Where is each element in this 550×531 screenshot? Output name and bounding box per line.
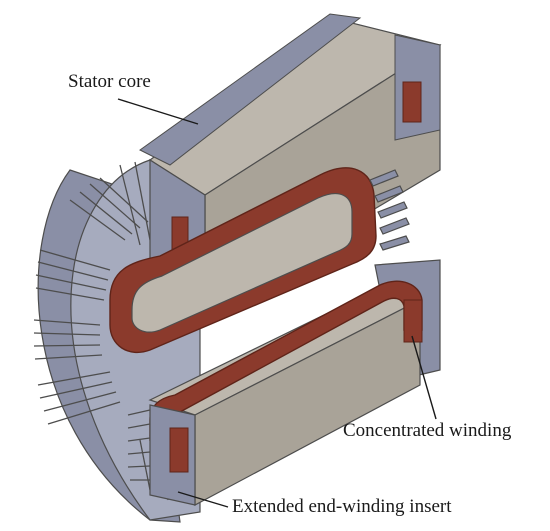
label-end-winding-insert: Extended end-winding insert — [232, 496, 452, 517]
label-stator-core: Stator core — [68, 71, 151, 92]
label-concentrated-winding: Concentrated winding — [343, 420, 512, 441]
leader-stator-core — [117, 98, 199, 125]
top-right-winding-slot — [402, 81, 422, 123]
lower-right-winding-slot — [403, 299, 423, 343]
end-winding-insert-fins — [127, 409, 151, 481]
leader-concentrated-winding — [411, 335, 437, 420]
upper-winding-inner-core — [131, 193, 353, 333]
stator-teeth — [369, 169, 410, 251]
leader-end-winding-insert — [177, 491, 229, 508]
top-frame-ring-near — [139, 13, 362, 166]
lower-left-winding-slot — [169, 427, 189, 473]
